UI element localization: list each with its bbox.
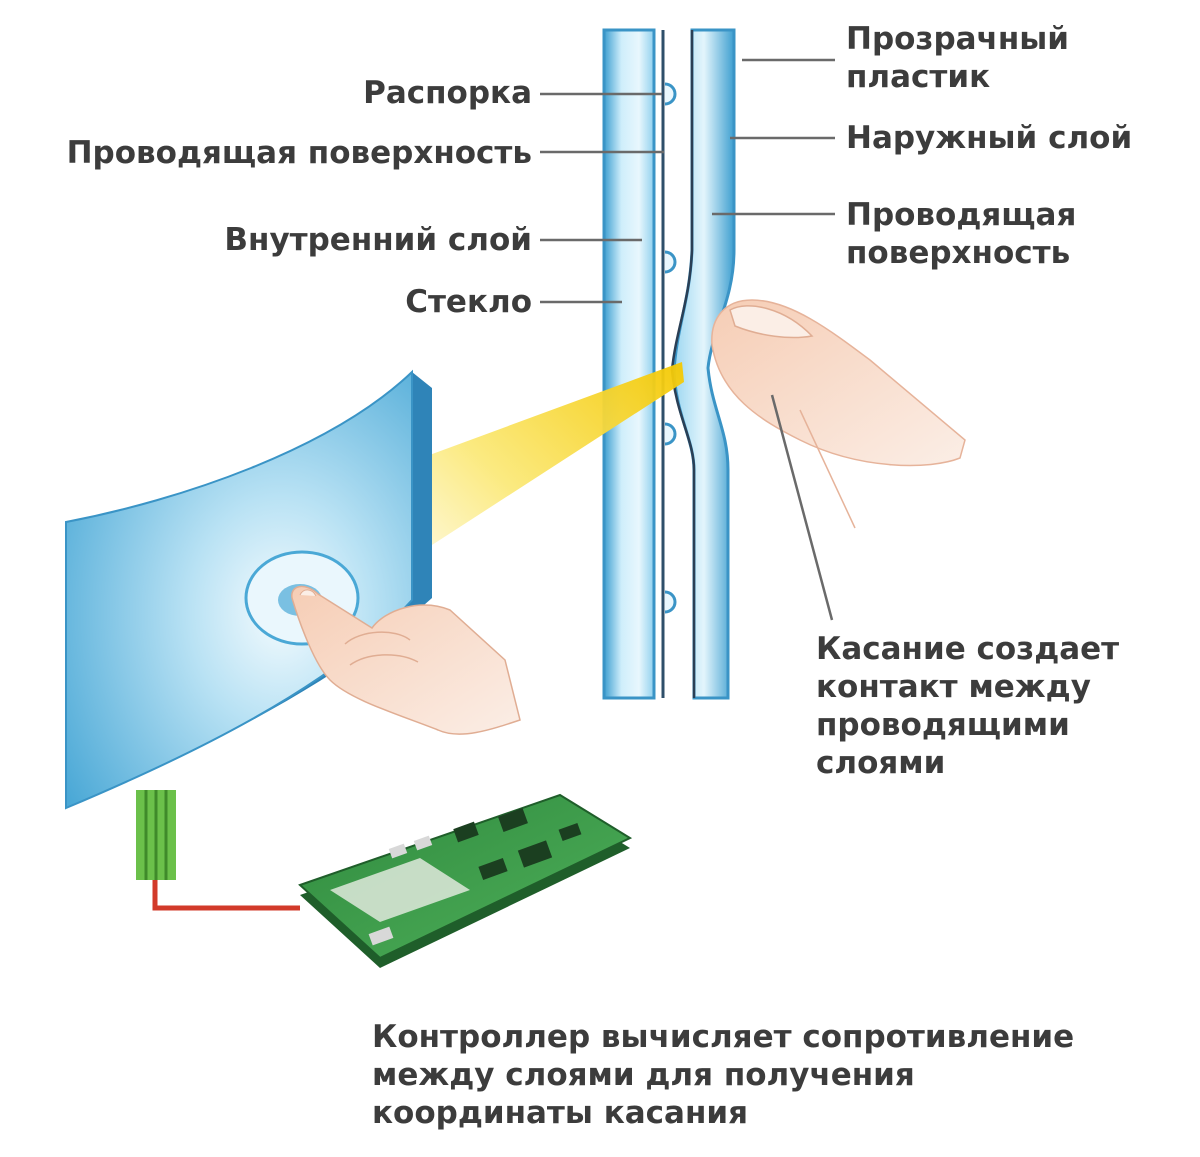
label-transparent-plastic-line2: пластик [846,59,991,95]
leader-lines [540,58,835,621]
touch-note-line4: слоями [816,745,946,781]
touch-note-line1: Касание создает [816,631,1120,667]
glass-layer [602,28,656,700]
label-inner-layer: Внутренний слой [224,222,532,258]
label-outer-layer: Наружный слой [846,120,1133,156]
pointing-hand-icon [291,585,521,735]
label-conductive-surface-outer-line2: поверхность [846,235,1071,271]
controller-note-line2: между слоями для получения [372,1057,915,1093]
spacer-dots [664,82,677,614]
label-transparent-plastic: Прозрачный пластик [846,20,1069,96]
touch-note-line2: контакт между [816,669,1091,705]
touch-panel-icon [65,369,432,880]
signal-wire [152,880,300,911]
controller-board-icon [298,793,633,968]
label-conductive-surface-inner: Проводящая поверхность [66,135,532,171]
finger-icon [711,299,966,529]
ribbon-connector [136,790,176,880]
touch-note-line3: проводящими [816,707,1070,743]
label-conductive-surface-outer: Проводящая поверхность [846,196,1076,272]
touch-contact-note: Касание создает контакт между проводящим… [816,630,1119,782]
label-transparent-plastic-line1: Прозрачный [846,21,1070,57]
label-spacer: Распорка [363,75,532,111]
controller-note-line1: Контроллер вычисляет сопротивление [372,1019,1075,1055]
layer-cross-section [602,28,736,700]
label-glass: Стекло [405,284,532,320]
controller-note-line3: координаты касания [372,1095,749,1131]
label-conductive-surface-outer-line1: Проводящая [846,197,1077,233]
controller-note: Контроллер вычисляет сопротивление между… [372,1018,1074,1132]
